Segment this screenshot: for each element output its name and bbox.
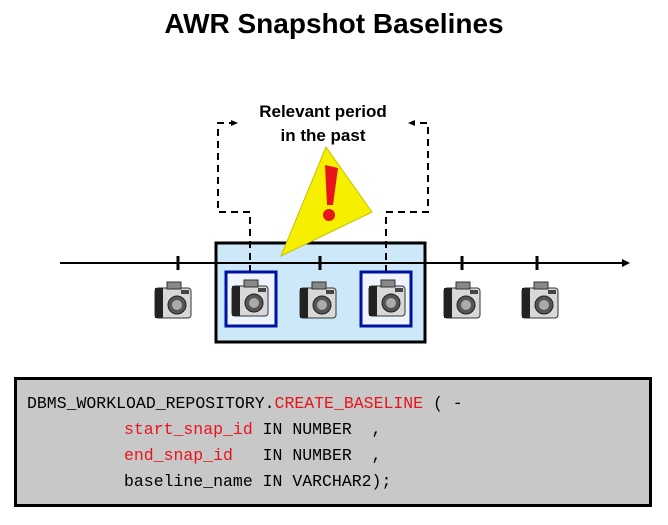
param-start-snap-id: start_snap_id bbox=[124, 420, 253, 439]
warning-icon bbox=[280, 145, 373, 258]
param-type: IN NUMBER , bbox=[252, 420, 382, 439]
period-label-line1: Relevant period bbox=[259, 102, 387, 121]
period-dashed-brackets bbox=[217, 122, 429, 272]
arrow-right-icon bbox=[231, 120, 238, 126]
camera-icon bbox=[443, 281, 481, 319]
package-name: DBMS_WORKLOAD_REPOSITORY. bbox=[27, 394, 275, 413]
timeline-ticks bbox=[176, 256, 539, 270]
code-block: DBMS_WORKLOAD_REPOSITORY.CREATE_BASELINE… bbox=[14, 377, 652, 507]
procedure-name: CREATE_BASELINE bbox=[274, 394, 424, 413]
code-line-1: DBMS_WORKLOAD_REPOSITORY.CREATE_BASELINE… bbox=[27, 394, 463, 413]
param-type: IN NUMBER , bbox=[232, 446, 382, 465]
code-line-3: end_snap_id IN NUMBER , bbox=[124, 446, 381, 465]
page-title: AWR Snapshot Baselines bbox=[164, 8, 504, 39]
code-line-4: baseline_name IN VARCHAR2); bbox=[124, 472, 392, 491]
timeline-arrow bbox=[622, 259, 630, 267]
code-paren: ( - bbox=[423, 394, 463, 413]
arrow-left-icon bbox=[408, 120, 415, 126]
period-label-line2: in the past bbox=[280, 126, 365, 145]
camera-icon bbox=[154, 281, 192, 319]
camera-icon bbox=[521, 281, 559, 319]
param-end-snap-id: end_snap_id bbox=[124, 446, 233, 465]
baseline-diagram: Relevant period in the past bbox=[60, 102, 630, 344]
code-line-2: start_snap_id IN NUMBER , bbox=[124, 420, 381, 439]
